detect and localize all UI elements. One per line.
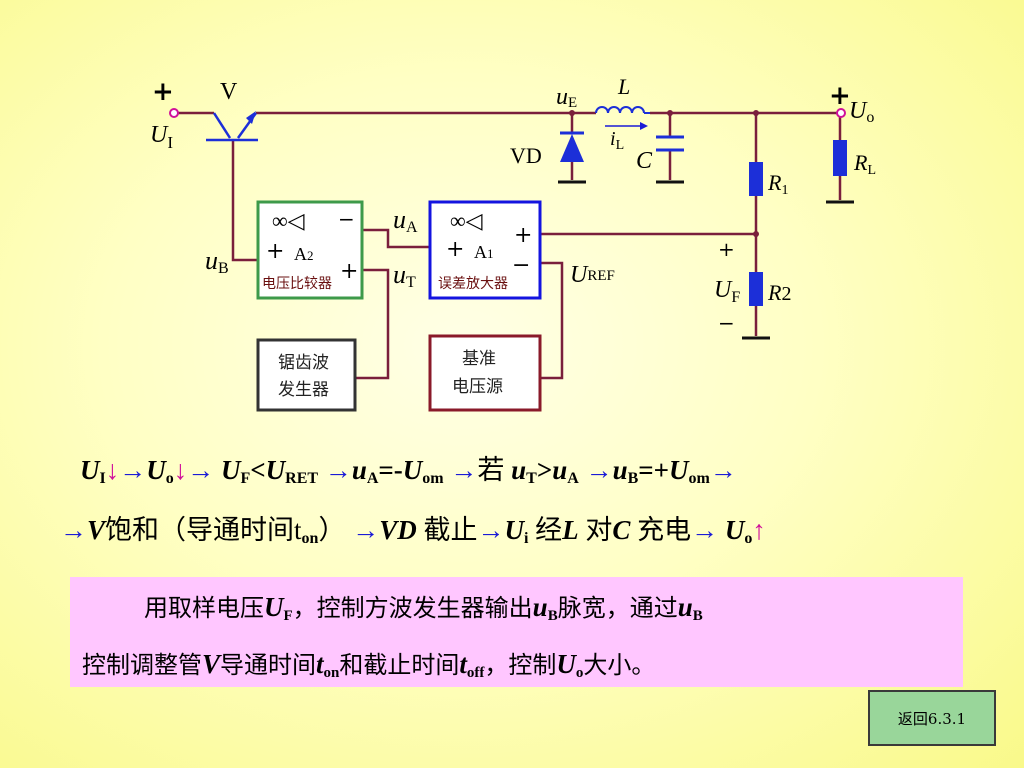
a1-minus-right: − (512, 253, 530, 278)
reference-line2: 电压源 (452, 377, 503, 397)
error-amplifier-a1-box (428, 200, 542, 300)
sawtooth-line1: 锯齿波 (278, 353, 329, 373)
input-plus-label: + (152, 77, 174, 107)
transistor-v (206, 111, 258, 142)
ub-label: uB (205, 246, 229, 277)
ua-label: uA (393, 205, 418, 236)
rl-label: RL (853, 150, 876, 178)
uf-minus-label: − (718, 311, 735, 335)
buck-regulator-circuit: ∞◁ − + A2 + 电压比较器 ∞◁ + A1 + − 误差放大器 锯齿波 … (150, 74, 876, 412)
reference-line1: 基准 (462, 349, 496, 369)
sawtooth-line2: 发生器 (278, 380, 329, 400)
ground-symbols (558, 180, 854, 340)
resistor-r2 (749, 272, 763, 306)
r2-label: R2 (767, 280, 791, 305)
a2-minus: − (338, 207, 355, 231)
inductor-label: L (617, 74, 630, 99)
uf-label: UF (714, 277, 740, 306)
ue-label: uE (556, 84, 577, 111)
resistor-rl (833, 140, 847, 176)
input-terminal (169, 108, 179, 118)
a2-plus-right: + (340, 259, 358, 284)
summary-note: 用取样电压UF，控制方波发生器输出uB脉宽，通过uB 控制调整管V导通时间ton… (70, 577, 963, 687)
capacitor-c (656, 135, 684, 152)
il-label: iL (610, 128, 624, 153)
uref-label: UREF (570, 262, 615, 288)
ut-label: uT (393, 260, 416, 291)
il-arrow-head (640, 122, 648, 130)
reference-source-box (428, 334, 542, 412)
capacitor-label: C (636, 148, 653, 174)
transistor-label: V (220, 79, 238, 105)
process-line-1: UI↓→Uo↓→ UF<URET →uA=-Uom →若 uT>uA →uB=+… (80, 455, 737, 487)
process-line-2: →V饱和（导通时间ton） →VD 截止→Ui 经L 对C 充电→ Uo↑ (60, 515, 766, 547)
output-voltage-label: Uo (849, 98, 874, 126)
inductor-l (595, 106, 650, 114)
uf-plus-label: + (718, 237, 735, 261)
a2-symbol: ∞◁ (272, 208, 305, 233)
back-button[interactable]: 返回6.3.1 (868, 690, 996, 746)
a1-plus: + (446, 237, 464, 262)
a1-name: A1 (474, 242, 494, 262)
a1-caption: 误差放大器 (438, 276, 508, 292)
junction-dots (569, 110, 759, 237)
a1-symbol: ∞◁ (450, 208, 483, 233)
input-voltage-label: UI (150, 122, 173, 152)
a1-plus-right: + (514, 223, 532, 248)
a2-name: A2 (294, 244, 314, 264)
r1-label: R1 (767, 170, 788, 198)
output-terminal (836, 108, 846, 118)
sawtooth-generator-box (256, 338, 357, 412)
resistor-r1 (749, 162, 763, 196)
diode-label: VD (510, 143, 542, 168)
comparator-a2-box (256, 200, 364, 300)
diode-vd (560, 131, 584, 162)
a2-plus: + (266, 239, 284, 264)
output-plus-label: + (829, 81, 851, 111)
a2-caption: 电压比较器 (262, 276, 332, 292)
